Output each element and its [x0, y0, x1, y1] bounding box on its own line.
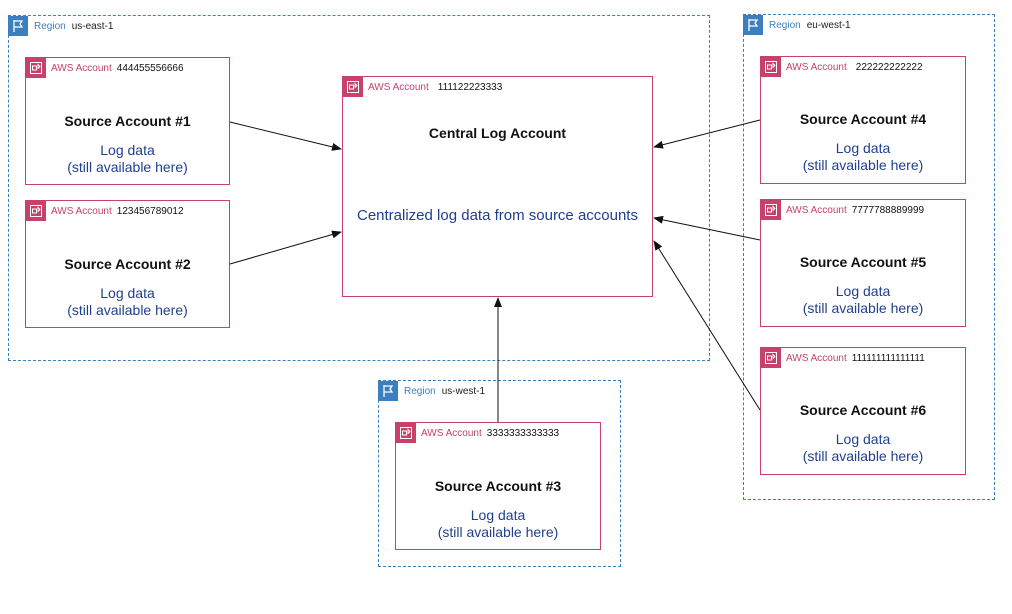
availability-text: (still available here) — [802, 157, 924, 173]
account-tag: AWS Account 111111111111111 — [761, 348, 925, 368]
account-title: Source Account #3 — [434, 478, 562, 494]
region-label: Region — [34, 20, 66, 32]
account-id: 7777788889999 — [851, 204, 925, 216]
aws-account-icon — [26, 201, 46, 221]
account-label: AWS Account — [786, 352, 847, 364]
account-id: 111122223333 — [437, 81, 503, 93]
aws-account-icon — [343, 77, 363, 97]
central-log-account: AWS Account 111122223333 Central Log Acc… — [342, 76, 653, 297]
region-tag: Region us-east-1 — [8, 15, 113, 37]
account-id: 222222222222 — [855, 61, 923, 73]
account-label: AWS Account — [421, 427, 482, 439]
region-name: us-west-1 — [441, 385, 486, 397]
aws-account-icon — [761, 200, 781, 220]
source-account-4: AWS Account 222222222222 Source Account … — [760, 56, 966, 184]
account-body: Log data (still available here) — [26, 285, 229, 319]
availability-text: (still available here) — [437, 524, 559, 540]
log-data-text: Log data — [100, 142, 155, 158]
account-tag: AWS Account 123456789012 — [26, 201, 184, 221]
log-data-text: Log data — [835, 283, 891, 299]
account-title: Source Account #2 — [64, 256, 191, 272]
region-name: eu-west-1 — [806, 19, 851, 31]
aws-account-icon — [26, 58, 46, 78]
log-data-text: Log data — [835, 431, 891, 447]
account-id: 3333333333333 — [486, 427, 560, 439]
region-label: Region — [769, 19, 801, 31]
account-tag: AWS Account 111122223333 — [343, 77, 502, 97]
account-label: AWS Account — [786, 61, 847, 73]
flag-icon — [743, 15, 763, 35]
account-body: Centralized log data from source account… — [357, 207, 638, 224]
account-id: 123456789012 — [116, 205, 184, 217]
account-tag: AWS Account 7777788889999 — [761, 200, 924, 220]
account-title: Source Account #4 — [799, 111, 927, 127]
region-tag: Region us-west-1 — [378, 380, 485, 402]
account-title: Central Log Account — [428, 125, 567, 141]
log-data-text: Log data — [100, 285, 155, 301]
account-body: Log data (still available here) — [396, 507, 600, 541]
flag-icon — [8, 16, 28, 36]
account-body: Log data (still available here) — [761, 283, 965, 317]
availability-text: (still available here) — [67, 159, 188, 175]
region-tag: Region eu-west-1 — [743, 14, 851, 36]
account-body: Log data (still available here) — [26, 142, 229, 176]
account-label: AWS Account — [368, 81, 429, 93]
account-id: 444455556666 — [116, 62, 184, 74]
region-us-west-1: Region us-west-1 — [378, 380, 621, 567]
account-body: Log data (still available here) — [761, 140, 965, 174]
account-tag: AWS Account 444455556666 — [26, 58, 184, 78]
account-label: AWS Account — [51, 205, 112, 217]
source-account-1: AWS Account 444455556666 Source Account … — [25, 57, 230, 185]
account-id: 111111111111111 — [851, 352, 925, 364]
availability-text: (still available here) — [67, 302, 188, 318]
source-account-2: AWS Account 123456789012 Source Account … — [25, 200, 230, 328]
log-data-text: Log data — [470, 507, 526, 523]
source-account-3: AWS Account 3333333333333 Source Account… — [395, 422, 601, 550]
account-tag: AWS Account 222222222222 — [761, 57, 923, 77]
region-name: us-east-1 — [71, 20, 114, 32]
region-label: Region — [404, 385, 436, 397]
availability-text: (still available here) — [802, 300, 924, 316]
account-body: Log data (still available here) — [761, 431, 965, 465]
account-title: Source Account #1 — [64, 113, 191, 129]
aws-account-icon — [761, 57, 781, 77]
account-title: Source Account #5 — [799, 254, 927, 270]
region-us-east-1: Region us-east-1 — [8, 15, 710, 361]
account-label: AWS Account — [786, 204, 847, 216]
flag-icon — [378, 381, 398, 401]
account-title: Source Account #6 — [799, 402, 927, 418]
account-label: AWS Account — [51, 62, 112, 74]
source-account-6: AWS Account 111111111111111 Source Accou… — [760, 347, 966, 475]
log-data-text: Log data — [835, 140, 891, 156]
aws-account-icon — [761, 348, 781, 368]
source-account-5: AWS Account 7777788889999 Source Account… — [760, 199, 966, 327]
account-tag: AWS Account 3333333333333 — [396, 423, 559, 443]
aws-account-icon — [396, 423, 416, 443]
availability-text: (still available here) — [802, 448, 924, 464]
